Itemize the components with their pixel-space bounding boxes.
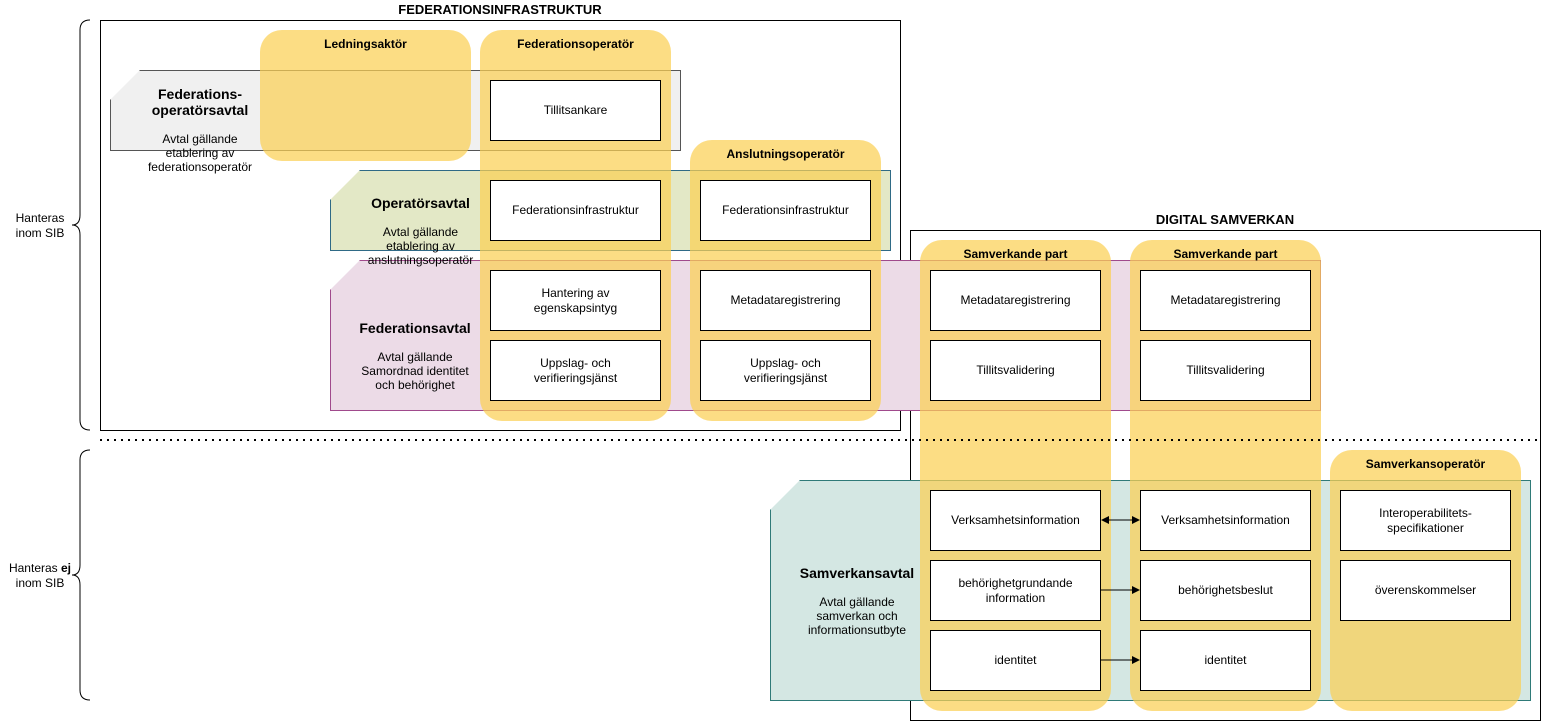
federationsoperatorsavtal-title: Federations- operatörsavtal	[151, 86, 249, 118]
role-samverkande-part-1-label: Samverkande part	[963, 247, 1068, 261]
box-behorighetsbeslut: behörighetsbeslut	[1140, 560, 1311, 621]
box-tillitsvalidering-sp1: Tillitsvalidering	[930, 340, 1101, 401]
box-verksamhetsinformation-sp1: Verksamhetsinformation	[930, 490, 1101, 551]
box-uppslag-verifiering-fo: Uppslag- och verifieringsjänst	[490, 340, 661, 401]
operatorsavtal-text: Operatörsavtal Avtal gällande etablering…	[358, 181, 483, 267]
federationsoperatorsavtal-text: Federations- operatörsavtal Avtal gällan…	[140, 72, 260, 174]
federationsavtal-desc: Avtal gällande Samordnad identitet och b…	[361, 350, 469, 392]
box-interoperabilitetsspecifikationer: Interoperabilitets- specifikationer	[1340, 490, 1511, 551]
role-anslutningsoperator-label: Anslutningsoperatör	[726, 147, 845, 161]
box-metadataregistrering-ao: Metadataregistrering	[700, 270, 871, 331]
box-federationsinfrastruktur-ao: Federationsinfrastruktur	[700, 180, 871, 241]
role-samverkansoperator-label: Samverkansoperatör	[1365, 457, 1486, 471]
box-identitet-sp1: identitet	[930, 630, 1101, 691]
role-federationsoperator-label: Federationsoperatör	[517, 37, 634, 51]
operatorsavtal-title: Operatörsavtal	[371, 195, 470, 211]
box-identitet-sp2: identitet	[1140, 630, 1311, 691]
federationsinfrastruktur-frame	[100, 20, 901, 431]
box-behorighetgrundande-information: behörighetgrundande information	[930, 560, 1101, 621]
side-label-handled-line1: Hanteras	[15, 211, 65, 225]
role-samverkande-part-2-label: Samverkande part	[1173, 247, 1278, 261]
box-metadataregistrering-sp2: Metadataregistrering	[1140, 270, 1311, 331]
brace-upper	[71, 19, 91, 431]
side-label-not-handled-line2: inom SIB	[15, 576, 65, 590]
side-label-handled-line2: inom SIB	[15, 226, 65, 240]
operatorsavtal-desc: Avtal gällande etablering av anslutnings…	[367, 225, 474, 267]
box-federationsinfrastruktur-fo: Federationsinfrastruktur	[490, 180, 661, 241]
box-hantering-egenskapsintyg: Hantering av egenskapsintyg	[490, 270, 661, 331]
federationsavtal-title: Federationsavtal	[359, 320, 471, 336]
box-overenskommelser: överenskommelser	[1340, 560, 1511, 621]
box-tillitsankare: Tillitsankare	[490, 80, 661, 141]
side-label-handled: Hanteras inom SIB	[2, 211, 78, 241]
role-ledningsaktor-label: Ledningsaktör	[324, 37, 407, 51]
samverkansavtal-title: Samverkansavtal	[799, 565, 915, 581]
side-label-not-handled: Hanteras ej inom SIB	[2, 561, 78, 591]
box-tillitsvalidering-sp2: Tillitsvalidering	[1140, 340, 1311, 401]
samverkansavtal-text: Samverkansavtal Avtal gällande samverkan…	[787, 551, 927, 637]
federationsavtal-text: Federationsavtal Avtal gällande Samordna…	[345, 306, 485, 392]
digital-samverkan-title: DIGITAL SAMVERKAN	[1155, 212, 1295, 227]
side-label-not-handled-line1: Hanteras ej	[8, 561, 72, 575]
federationsinfrastruktur-title: FEDERATIONSINFRASTRUKTUR	[398, 2, 602, 17]
box-uppslag-verifiering-ao: Uppslag- och verifieringsjänst	[700, 340, 871, 401]
role-ledningsaktor	[260, 30, 471, 161]
samverkansavtal-desc: Avtal gällande samverkan och information…	[807, 595, 907, 637]
federationsoperatorsavtal-desc: Avtal gällande etablering av federations…	[147, 132, 253, 174]
box-metadataregistrering-sp1: Metadataregistrering	[930, 270, 1101, 331]
brace-lower	[71, 449, 91, 701]
box-verksamhetsinformation-sp2: Verksamhetsinformation	[1140, 490, 1311, 551]
